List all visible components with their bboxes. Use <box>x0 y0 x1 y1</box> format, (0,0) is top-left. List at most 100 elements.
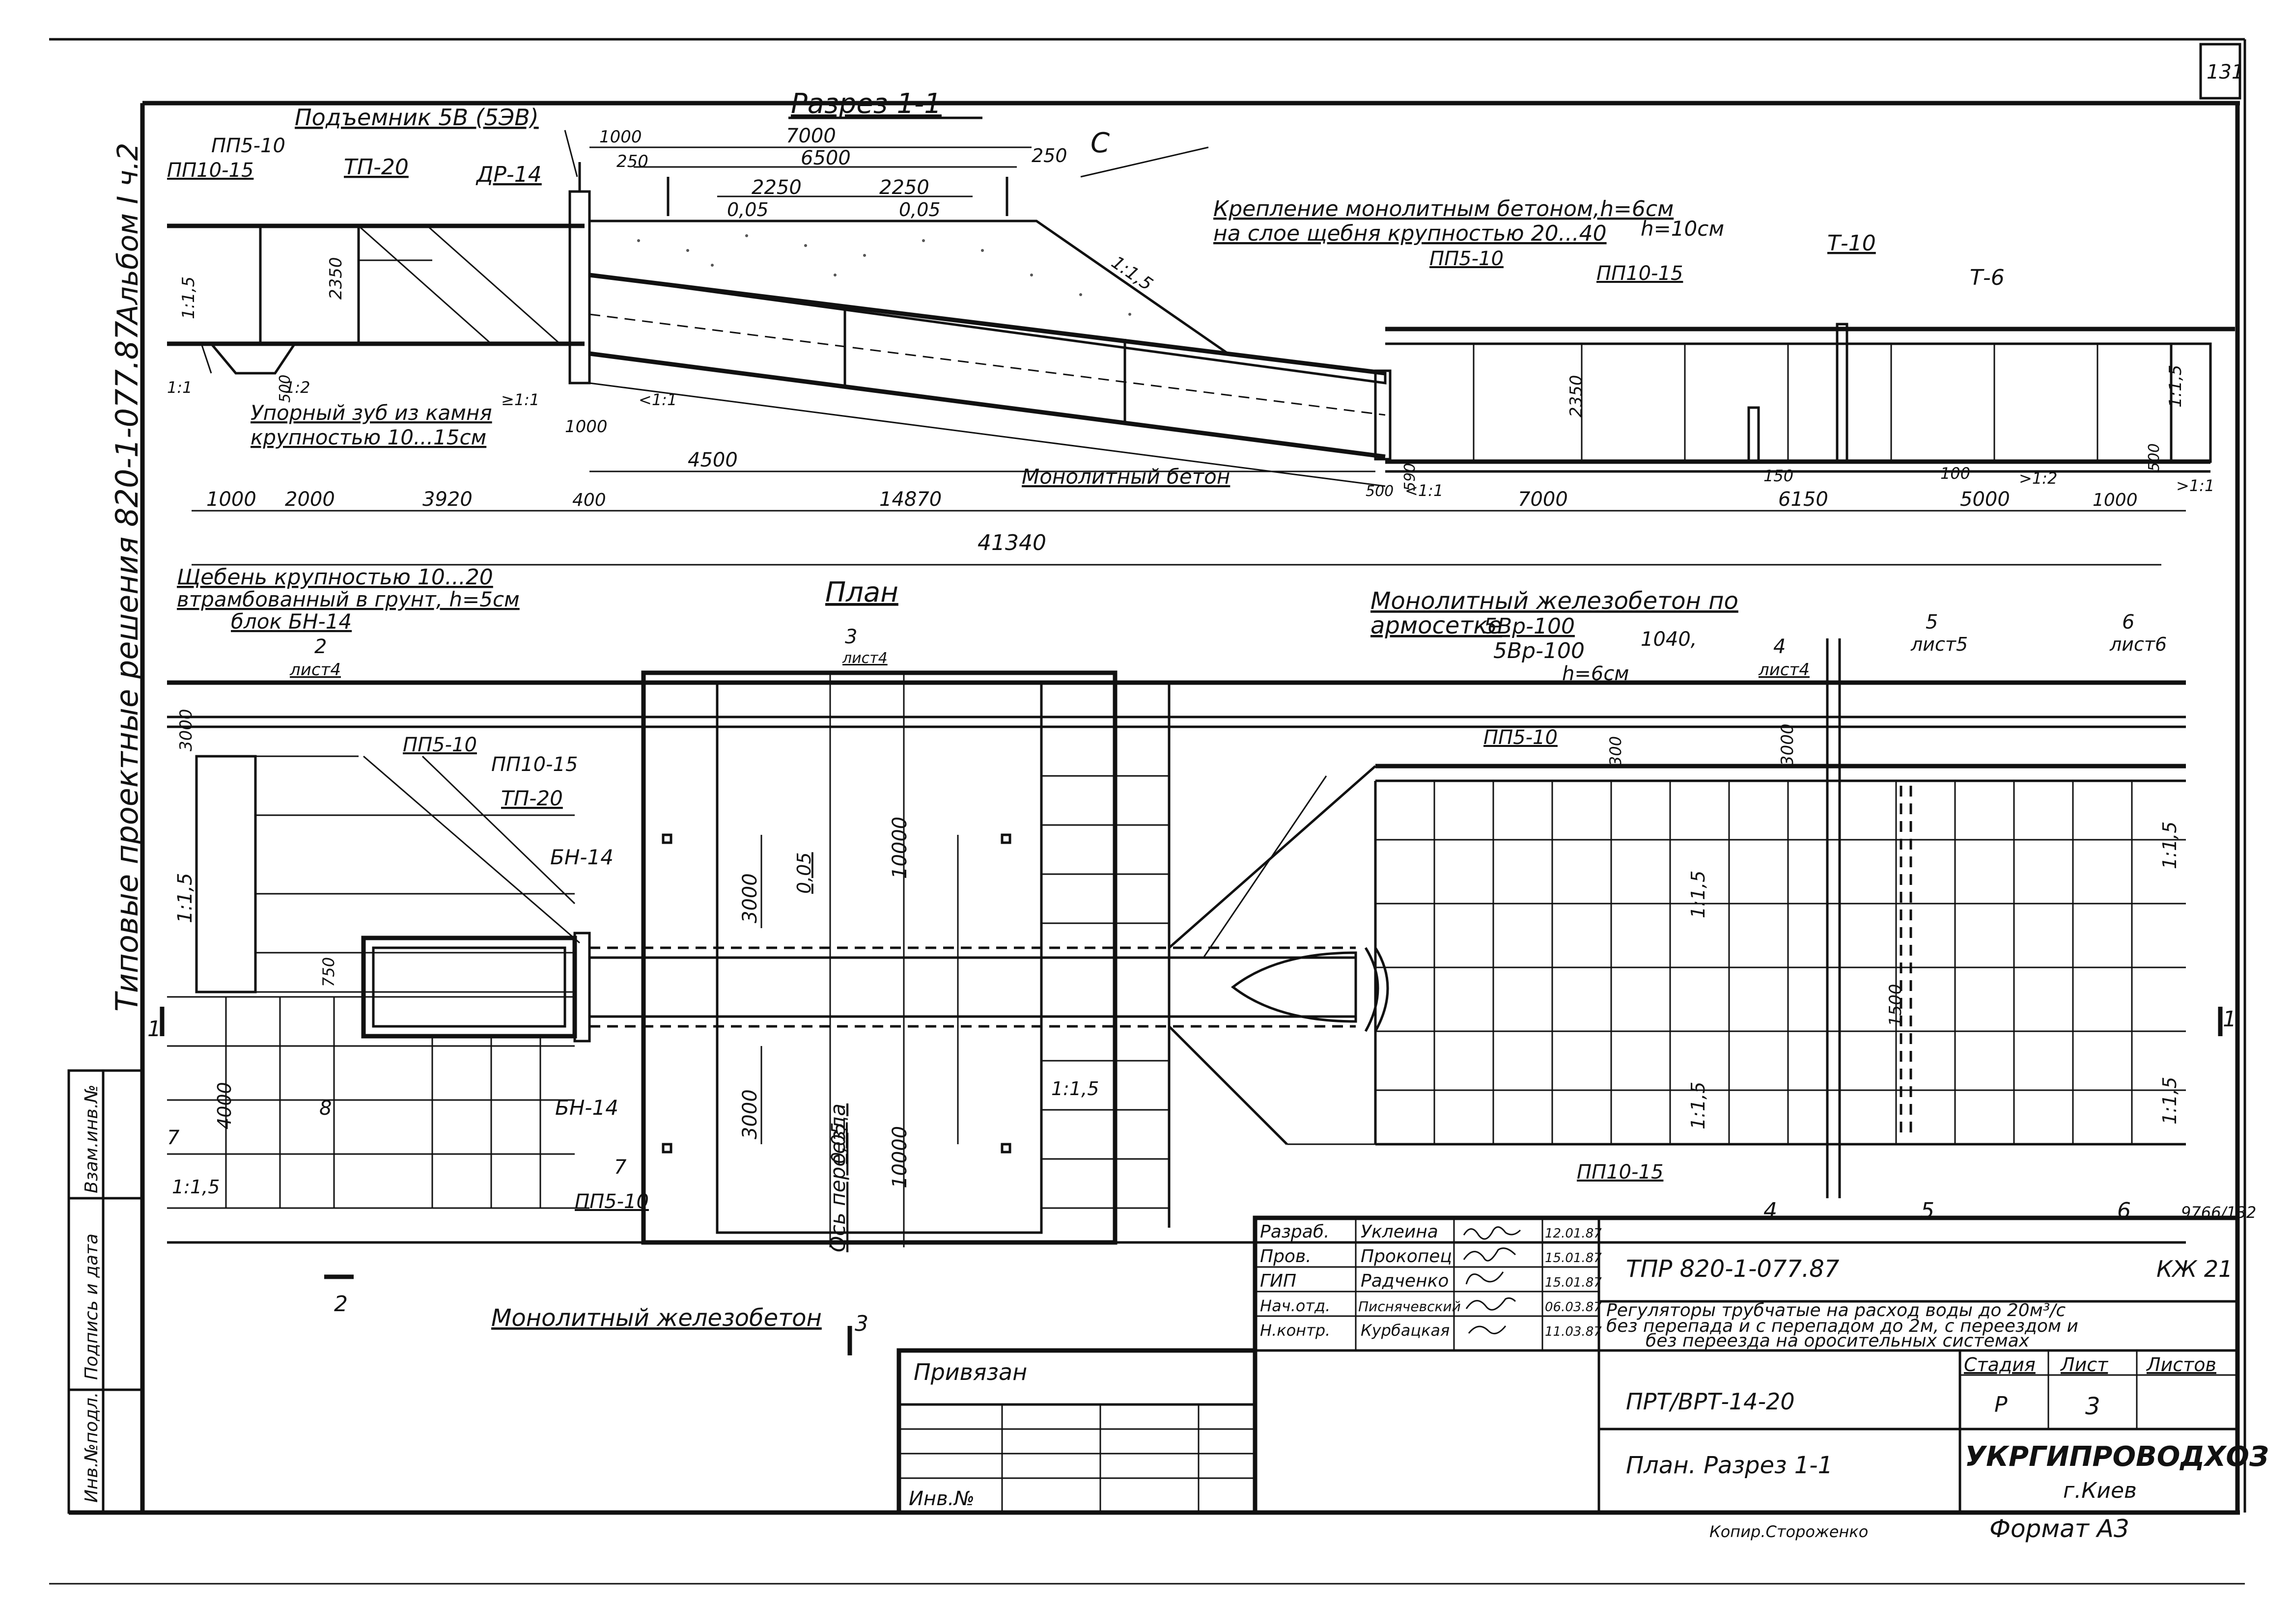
tb-name-0: Уклеина <box>1361 1222 1438 1242</box>
dim-150: 150 <box>1763 467 1793 485</box>
label-pp5-10-sec: ПП5-10 <box>211 135 285 157</box>
label-monolit-top-1: Монолитный железобетон по <box>1370 587 1738 615</box>
callout-3-num: 3 <box>845 626 857 648</box>
section-mark-7a: 7 <box>167 1127 180 1149</box>
callout-4-num: 4 <box>1773 635 1786 658</box>
label-tp20-plan: ТП-20 <box>501 786 563 810</box>
label-monolit-beton: Монолитный бетон <box>1022 465 1230 489</box>
tb-sheet-name: План. Разрез 1-1 <box>1626 1452 1833 1479</box>
dim-2350b: 2350 <box>1566 375 1586 417</box>
section-dim-lines <box>192 146 2186 566</box>
plan-dim-10000a: 10000 <box>889 817 911 879</box>
dim-1000-top: 1000 <box>599 127 642 147</box>
tb-date-2: 15.01.87 <box>1545 1275 1602 1290</box>
label-podemnik: Подъемник 5В (5ЭВ) <box>295 104 539 131</box>
label-t6: Т-6 <box>1970 265 2005 290</box>
label-kreplenie-2: на слое щебня крупностью 20...40 <box>1213 221 1607 246</box>
section-dots <box>637 234 1131 316</box>
tb-role-1: Пров. <box>1260 1246 1312 1266</box>
tb-role-3: Нач.отд. <box>1260 1296 1330 1315</box>
tb-signature-1 <box>1463 1247 1516 1262</box>
label-bn14-plan-a: БН-14 <box>550 845 614 869</box>
label-pp5-10-plan-b: ПП5-10 <box>575 1190 649 1213</box>
sec-grade-1: 0,05 <box>727 199 769 220</box>
strip-inv: Инв.№подл. <box>82 1392 102 1503</box>
label-os-pereezda: Ось переезда <box>826 1103 850 1252</box>
section-title: Разрез 1-1 <box>791 88 942 120</box>
sec-slope-12: 1:2 <box>285 378 310 397</box>
label-s: С <box>1090 127 1110 159</box>
section-geometry <box>167 146 2235 487</box>
tb-role-0: Разраб. <box>1260 1222 1329 1242</box>
dim-7000-top: 7000 <box>786 125 836 147</box>
tb-city: г.Киев <box>2063 1478 2137 1503</box>
plan-slope-f: 1:1,5 <box>2159 822 2180 869</box>
sec-slope-gt12: >1:2 <box>2019 469 2057 488</box>
plan-slope-d: 1:1,5 <box>1687 871 1709 918</box>
plan-dim-8: 8 <box>319 1097 332 1120</box>
tb-date-1: 15.01.87 <box>1545 1251 1602 1266</box>
album-label: Альбом I ч.2 <box>111 142 144 326</box>
sec-slope-right: 1:1,5 <box>2166 365 2185 408</box>
label-pp5-10-plan-a: ПП5-10 <box>403 734 477 756</box>
plan-slope-g: 1:1,5 <box>2159 1077 2180 1125</box>
label-bn14-plan-b: БН-14 <box>555 1096 618 1120</box>
tb-sheet-header: Лист <box>2060 1354 2109 1376</box>
dim-b5000: 5000 <box>1960 488 2010 511</box>
label-h6: h=6см <box>1562 662 1629 685</box>
left-strip <box>67 1069 144 1514</box>
tb-name-3: Писнячевский <box>1358 1298 1461 1315</box>
dim-2250b: 2250 <box>879 176 929 199</box>
tb-name-1: Прокопец <box>1361 1246 1452 1266</box>
label-pp10-15-plan-b: ПП10-15 <box>1577 1161 1663 1184</box>
dim-6500: 6500 <box>801 147 851 169</box>
plan-slope-c: 1:1,5 <box>1051 1078 1099 1100</box>
tb-signature-2 <box>1465 1271 1504 1285</box>
tb-signature-0 <box>1463 1226 1521 1240</box>
dim-b7000: 7000 <box>1518 488 1568 511</box>
label-pp5-10-plan-c: ПП5-10 <box>1483 726 1558 749</box>
dim-total: 41340 <box>978 530 1046 555</box>
tb-date-3: 06.03.87 <box>1545 1300 1602 1315</box>
label-dr14: ДР-14 <box>475 162 542 187</box>
strip-podpis: Подпись и дата <box>82 1234 102 1380</box>
plan-dim-1500: 1500 <box>1886 984 1905 1026</box>
note-sheben-1: Щебень крупностью 10...20 <box>177 565 493 590</box>
dim-1000-mid: 1000 <box>565 417 608 437</box>
sec-grade-2: 0,05 <box>899 199 941 220</box>
tb-stage-header: Стадия <box>1964 1354 2036 1376</box>
dim-4500: 4500 <box>688 449 738 471</box>
sec-slope-left: 1:1,5 <box>179 276 198 319</box>
callout-2-sheet: лист4 <box>289 660 341 680</box>
label-upor-1: Упорный зуб из камня <box>251 401 492 425</box>
plan-geometry <box>160 638 2223 1355</box>
dim-100: 100 <box>1940 464 1970 483</box>
dim-250b: 250 <box>1032 145 1067 166</box>
label-monolit-bottom: Монолитный железобетон <box>491 1304 822 1332</box>
tb-desc-1: Регуляторы трубчатые на расход воды до 2… <box>1606 1300 2066 1321</box>
callout-6-num: 6 <box>2122 611 2134 633</box>
copied-by: Копир.Стороженко <box>1709 1522 1868 1541</box>
label-kreplenie-1: Крепление монолитным бетоном,h=6см <box>1213 196 1674 221</box>
tb-privyazan: Привязан <box>914 1359 1027 1385</box>
label-setka-size: 1040, <box>1641 628 1697 651</box>
strip-vzam: Взам.инв.№ <box>82 1084 102 1193</box>
tb-name-4: Курбацкая <box>1361 1321 1450 1340</box>
plan-grade-a: 0,05 <box>793 852 815 894</box>
tb-desc-2: без перепада и с перепадом до 2м, с пере… <box>1606 1316 2078 1336</box>
tb-signature-4 <box>1468 1325 1507 1335</box>
section-mark-1-left: 1 <box>147 1017 161 1042</box>
plan-slope-a: 1:1,5 <box>174 873 196 923</box>
sec-slope-lt11b: <1:1 <box>1405 481 1443 500</box>
tb-mark: КЖ 21 <box>2156 1256 2233 1282</box>
dim-590: 590 <box>1401 463 1419 491</box>
label-monolit-top-2: армосетке <box>1370 612 1502 639</box>
plan-slope-e: 1:1,5 <box>1687 1082 1709 1129</box>
format-label: Формат А3 <box>1989 1514 2129 1543</box>
tb-role-2: ГИП <box>1260 1271 1296 1291</box>
label-pp10-15-plan-a: ПП10-15 <box>491 753 578 776</box>
section-mark-7b: 7 <box>614 1156 627 1179</box>
tb-doc-code: ТПР 820-1-077.87 <box>1626 1255 1840 1283</box>
title-block-lines <box>896 1215 2240 1515</box>
